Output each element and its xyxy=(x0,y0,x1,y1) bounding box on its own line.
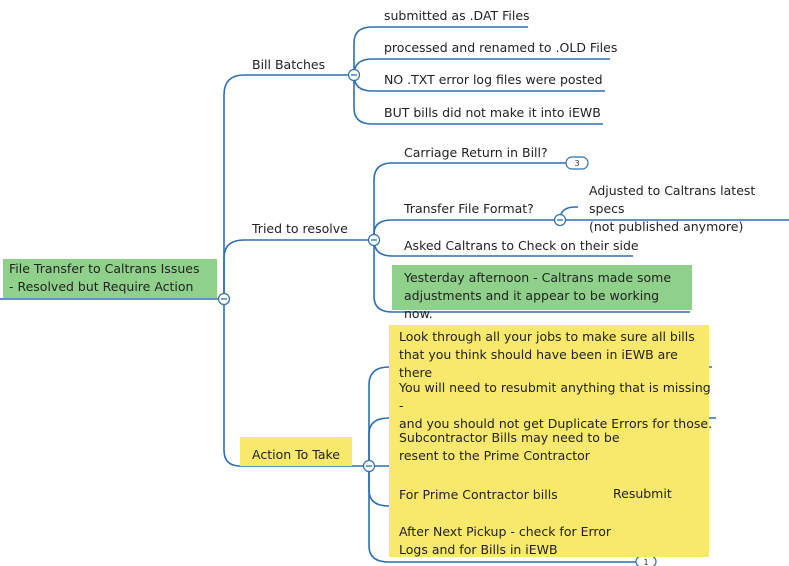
tr-asked-caltrans[interactable]: Asked Caltrans to Check on their side xyxy=(404,238,639,253)
bb-item-3[interactable]: NO .TXT error log files were posted xyxy=(384,72,603,87)
at-look-line-2: that you think should have been in iEWB … xyxy=(399,347,678,380)
bb-item-4[interactable]: BUT bills did not make it into iEWB xyxy=(384,105,601,120)
tr-yesterday-line-1: Yesterday afternoon - Caltrans made some xyxy=(404,270,672,285)
carriage-count-text: 3 xyxy=(574,159,579,168)
at-sub-line-2: resent to the Prime Contractor xyxy=(399,448,590,463)
tr-format-child-line-2: (not published anymore) xyxy=(589,219,744,234)
tr-transfer-format[interactable]: Transfer File Format? xyxy=(404,201,534,216)
at-sub-line-1: Subcontractor Bills may need to be xyxy=(399,430,620,445)
branch-tried-line xyxy=(223,239,374,299)
tr-carriage-line xyxy=(373,162,566,240)
at-look-line xyxy=(368,366,712,466)
branch-action-line xyxy=(223,299,369,467)
at-resubmit-line xyxy=(368,417,716,466)
action-children-background xyxy=(389,325,709,557)
at-after-line xyxy=(368,466,636,563)
at-look-through[interactable]: Look through all your jobs to make sure … xyxy=(399,328,711,382)
root-topic[interactable]: File Transfer to Caltrans Issues - Resol… xyxy=(3,259,217,298)
tr-format-child[interactable]: Adjusted to Caltrans latest specs (not p… xyxy=(589,182,789,236)
tr-yesterday-line-2: adjustments and it appear to be working … xyxy=(404,288,660,321)
bb-item-4-line xyxy=(353,75,603,125)
bb-item-1[interactable]: submitted as .DAT Files xyxy=(384,8,530,23)
tr-carriage-return[interactable]: Carriage Return in Bill? xyxy=(404,145,548,160)
tr-yesterday[interactable]: Yesterday afternoon - Caltrans made some… xyxy=(392,265,692,321)
topic-tried-to-resolve[interactable]: Tried to resolve xyxy=(252,221,348,236)
branch-bill-batches-line xyxy=(223,74,354,299)
at-resubmit-line-1: You will need to resubmit anything that … xyxy=(399,380,711,413)
bb-item-2[interactable]: processed and renamed to .OLD Files xyxy=(384,40,618,55)
at-prime-resubmit[interactable]: Resubmit xyxy=(613,486,672,501)
at-look-line-1: Look through all your jobs to make sure … xyxy=(399,329,695,344)
bb-item-1-line xyxy=(353,26,528,75)
at-after-line-1: After Next Pickup - check for Error xyxy=(399,524,612,539)
at-prime-contractor[interactable]: For Prime Contractor bills xyxy=(399,487,558,502)
tr-format-child-line-1: Adjusted to Caltrans latest specs xyxy=(589,183,756,216)
carriage-count-badge xyxy=(565,156,589,170)
at-after-pickup[interactable]: After Next Pickup - check for Error Logs… xyxy=(399,523,639,559)
at-resubmit-missing[interactable]: You will need to resubmit anything that … xyxy=(399,379,717,433)
root-line-1: File Transfer to Caltrans Issues xyxy=(9,261,200,276)
topic-action-to-take[interactable]: Action To Take xyxy=(240,437,352,466)
tr-yesterday-line xyxy=(373,240,690,313)
at-after-line-2: Logs and for Bills in iEWB xyxy=(399,542,558,557)
topic-bill-batches[interactable]: Bill Batches xyxy=(252,57,326,72)
at-resubmit-line-2: and you should not get Duplicate Errors … xyxy=(399,416,713,431)
root-line-2: - Resolved but Require Action xyxy=(9,279,194,294)
after-count-text: 1 xyxy=(643,558,648,566)
at-subcontractor[interactable]: Subcontractor Bills may need to be resen… xyxy=(399,429,639,465)
